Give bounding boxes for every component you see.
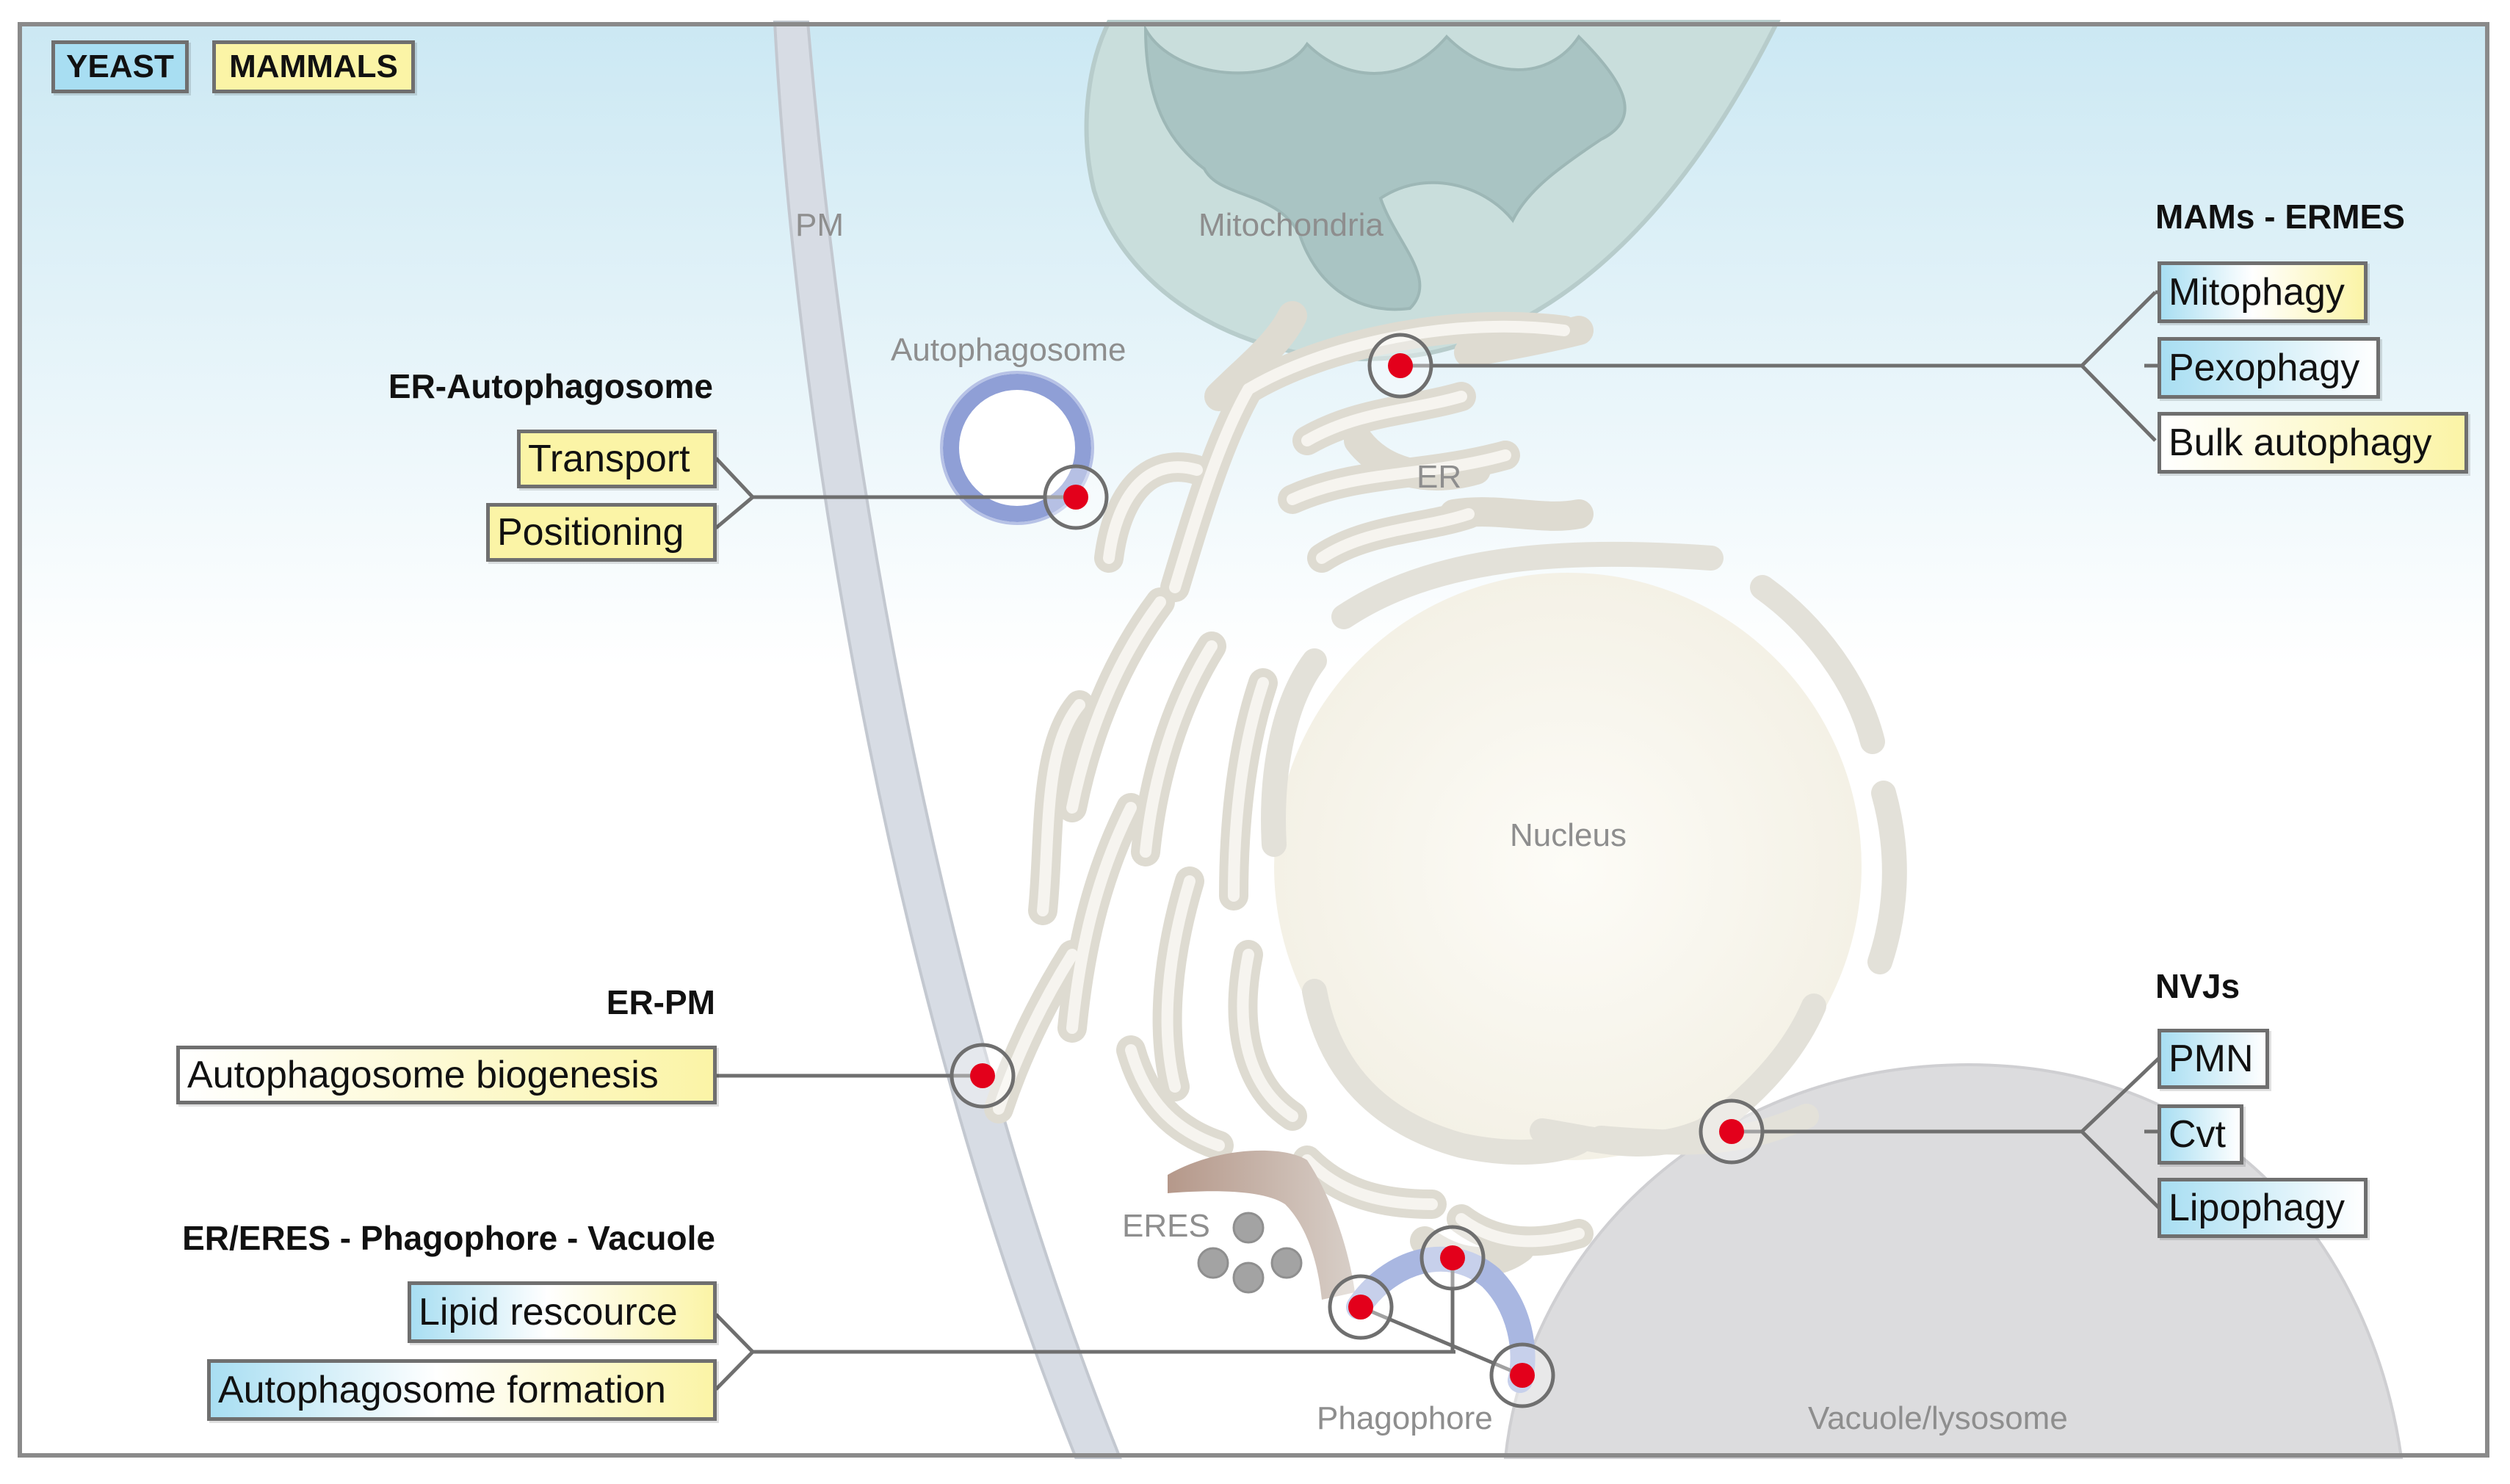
- er-eres-phagophore-vacuole-title: ER/ERES - Phagophore - Vacuole: [182, 1219, 715, 1257]
- pmn-box: PMN: [2158, 1029, 2269, 1089]
- mitophagy-box: Mitophagy: [2158, 261, 2368, 323]
- eres-label: ERES: [1122, 1208, 1210, 1244]
- contact-site-nvj: [1699, 1098, 1765, 1165]
- autophagosome-biogenesis-box: Autophagosome biogenesis: [176, 1046, 717, 1104]
- er-autophagosome-title: ER-Autophagosome: [388, 367, 713, 405]
- legend-yeast: YEAST: [51, 40, 189, 93]
- legend-mammals: MAMMALS: [212, 40, 415, 93]
- er-label: ER: [1417, 459, 1462, 495]
- phagophore-label: Phagophore: [1317, 1400, 1493, 1436]
- eres-vesicles: [1197, 1212, 1303, 1294]
- autophagosome-label: Autophagosome: [891, 332, 1126, 368]
- contact-site-phagophore-vacuole: [1489, 1342, 1555, 1408]
- cvt-box: Cvt: [2158, 1104, 2243, 1165]
- autophagosome-formation-box: Autophagosome formation: [207, 1359, 717, 1421]
- er-pm-title: ER-PM: [606, 983, 715, 1021]
- contact-site-er-phagophore: [1419, 1225, 1486, 1291]
- eres-tubule: [1168, 1150, 1355, 1300]
- lipophagy-box: Lipophagy: [2158, 1178, 2368, 1238]
- nuclear-envelope: [1261, 541, 1907, 1165]
- mitochondria-shape: [1084, 20, 1781, 361]
- nucleus-shape: [1274, 573, 1862, 1160]
- er-lumen: [993, 320, 1585, 1248]
- connector-lines: [715, 290, 2160, 1391]
- nvjs-title: NVJs: [2155, 967, 2240, 1005]
- contact-site-mams-ermes: [1367, 333, 1433, 399]
- vacuole-label: Vacuole/lysosome: [1808, 1400, 2068, 1436]
- contact-site-autophagosome: [1043, 464, 1109, 530]
- pm-label: PM: [795, 207, 844, 243]
- mams-ermes-title: MAMs - ERMES: [2155, 198, 2405, 236]
- bulk-autophagy-box: Bulk autophagy: [2158, 412, 2468, 474]
- plasma-membrane: [773, 21, 1122, 1459]
- contact-site-eres-phagophore: [1328, 1274, 1394, 1340]
- transport-box: Transport: [517, 430, 717, 488]
- positioning-box: Positioning: [486, 503, 717, 562]
- pexophagy-box: Pexophagy: [2158, 337, 2380, 399]
- nucleus-label: Nucleus: [1510, 817, 1627, 853]
- lipid-resource-box: Lipid rescource: [408, 1281, 717, 1343]
- contact-site-er-pm: [950, 1043, 1016, 1109]
- mitochondria-label: Mitochondria: [1198, 207, 1384, 243]
